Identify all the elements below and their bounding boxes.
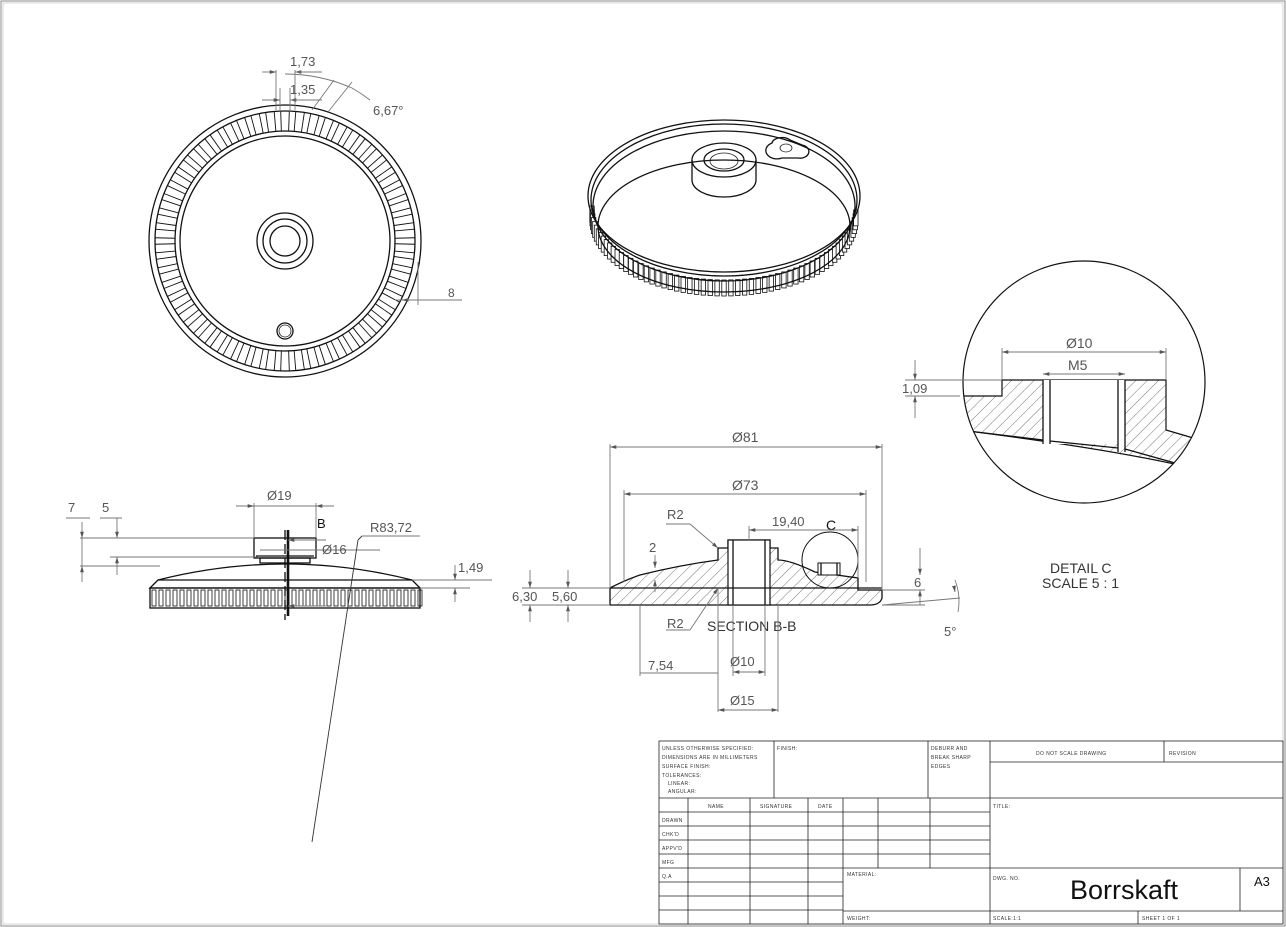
tb-tolerances: TOLERANCES: <box>662 773 702 779</box>
detail-view: Ø10 M5 1,09 DETAIL C SCALE 5 : 1 <box>902 260 1206 591</box>
detail-dim-dia-10: Ø10 <box>1066 335 1093 351</box>
dim-1-73: 1,73 <box>290 54 315 69</box>
dim-8: 8 <box>448 286 455 300</box>
title-block: UNLESS OTHERWISE SPECIFIED: DIMENSIONS A… <box>658 740 1284 925</box>
dim-dia-73: Ø73 <box>732 477 759 493</box>
tb-revision: REVISION <box>1169 751 1196 757</box>
tb-col-signature: SIGNATURE <box>760 804 793 810</box>
tb-linear: LINEAR: <box>668 781 690 787</box>
tb-row-appvd: APPV'D <box>662 846 682 852</box>
detail-scale: SCALE 5 : 1 <box>1042 575 1119 591</box>
isometric-view <box>587 119 861 297</box>
tb-break: BREAK SHARP <box>931 755 971 761</box>
dim-1-35: 1,35 <box>290 82 315 97</box>
tb-col-name: NAME <box>708 804 724 810</box>
dim-r2-bottom: R2 <box>667 616 684 631</box>
part-name: Borrskaft <box>1070 875 1179 905</box>
dim-dia-81: Ø81 <box>732 429 759 445</box>
dim-radius: R83,72 <box>370 520 412 535</box>
dim-r2-top: R2 <box>667 507 684 522</box>
dim-7-54: 7,54 <box>648 658 673 673</box>
tb-weight: WEIGHT: <box>847 916 871 922</box>
front-view: 1,73 1,35 6,67° 8 <box>148 54 462 378</box>
tb-dimensions: DIMENSIONS ARE IN MILLIMETERS <box>662 755 758 761</box>
dim-19-40: 19,40 <box>772 514 805 529</box>
dim-dia-15: Ø15 <box>730 693 755 708</box>
detail-title: DETAIL C <box>1050 560 1111 576</box>
dim-5-deg: 5° <box>944 624 956 639</box>
dim-angle: 6,67° <box>373 103 404 118</box>
dim-dia-19: Ø19 <box>267 488 292 503</box>
tb-material: MATERIAL: <box>847 872 877 878</box>
tb-edges: EDGES <box>931 764 951 770</box>
tb-finish: FINISH: <box>777 746 798 752</box>
dim-7: 7 <box>68 500 75 515</box>
tb-col-date: DATE <box>818 804 833 810</box>
tb-deburr: DEBURR AND <box>931 746 968 752</box>
dim-6: 6 <box>914 575 921 590</box>
dim-1-49: 1,49 <box>458 560 483 575</box>
dim-dia-10: Ø10 <box>730 654 755 669</box>
section-letter-b: B <box>317 516 326 531</box>
tb-surface: SURFACE FINISH: <box>662 764 711 770</box>
section-view: C Ø81 Ø73 R2 19,40 2 6,30 5,60 <box>512 429 961 712</box>
tb-sheet: SHEET 1 OF 1 <box>1142 916 1180 922</box>
tb-row-drawn: DRAWN <box>662 818 683 824</box>
tb-do-not-scale: DO NOT SCALE DRAWING <box>1036 751 1107 757</box>
gear-teeth <box>155 111 415 371</box>
tb-row-qa: Q.A <box>662 874 672 880</box>
tb-unless: UNLESS OTHERWISE SPECIFIED: <box>662 746 754 752</box>
tb-title-label: TITLE: <box>993 804 1010 810</box>
dim-6-30: 6,30 <box>512 589 537 604</box>
dim-5: 5 <box>102 500 109 515</box>
side-view: B Ø19 Ø16 7 5 1,49 R83,72 <box>66 488 492 843</box>
tb-row-chkd: CHK'D <box>662 832 679 838</box>
sheet-size: A3 <box>1254 874 1270 889</box>
tb-scale: SCALE:1:1 <box>993 916 1021 922</box>
detail-letter-c: C <box>826 517 836 533</box>
detail-dim-1-09: 1,09 <box>902 381 927 396</box>
dim-5-60: 5,60 <box>552 589 577 604</box>
section-title: SECTION B-B <box>707 618 796 634</box>
tb-row-mfg: MFG <box>662 860 674 866</box>
tb-angular: ANGULAR: <box>668 789 697 795</box>
detail-dim-m5: M5 <box>1068 357 1088 373</box>
tb-dwg-no: DWG. NO. <box>993 876 1020 882</box>
dim-2: 2 <box>649 540 656 555</box>
dim-dia-16: Ø16 <box>322 542 347 557</box>
